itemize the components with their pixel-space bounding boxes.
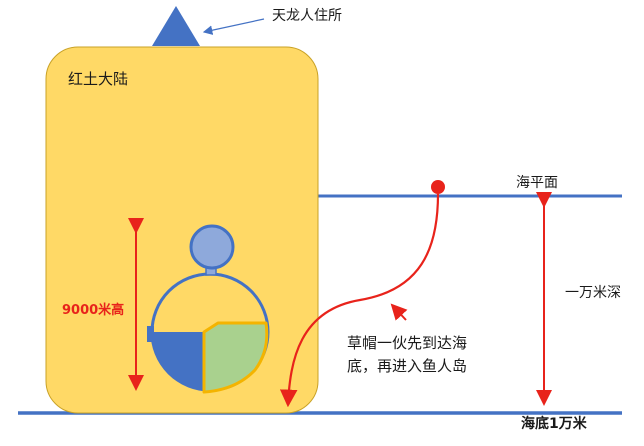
depth-label: 一万米深 (565, 285, 621, 301)
route-curve (279, 193, 440, 408)
height-label: 9000米高 (62, 303, 125, 318)
skypiea-pointer-arrow (202, 18, 265, 35)
route-caption-line2: 底，再进入鱼人岛 (347, 357, 468, 375)
fishman-island-green-section (202, 321, 269, 394)
red-line-label: 红土大陆 (68, 70, 129, 88)
route-caption-arrow (390, 303, 408, 321)
sea-level-label: 海平面 (516, 175, 558, 191)
route-start-dot (431, 180, 445, 194)
seafloor-label: 海底1万米 (521, 416, 587, 432)
fishman-island-head (189, 224, 235, 270)
skypiea-label: 天龙人住所 (272, 8, 342, 24)
fishman-island-blue-section (153, 332, 204, 389)
skypiea-triangle (152, 6, 200, 46)
fishman-island-tab (147, 326, 154, 342)
route-caption-line1: 草帽一伙先到达海 (347, 334, 468, 352)
